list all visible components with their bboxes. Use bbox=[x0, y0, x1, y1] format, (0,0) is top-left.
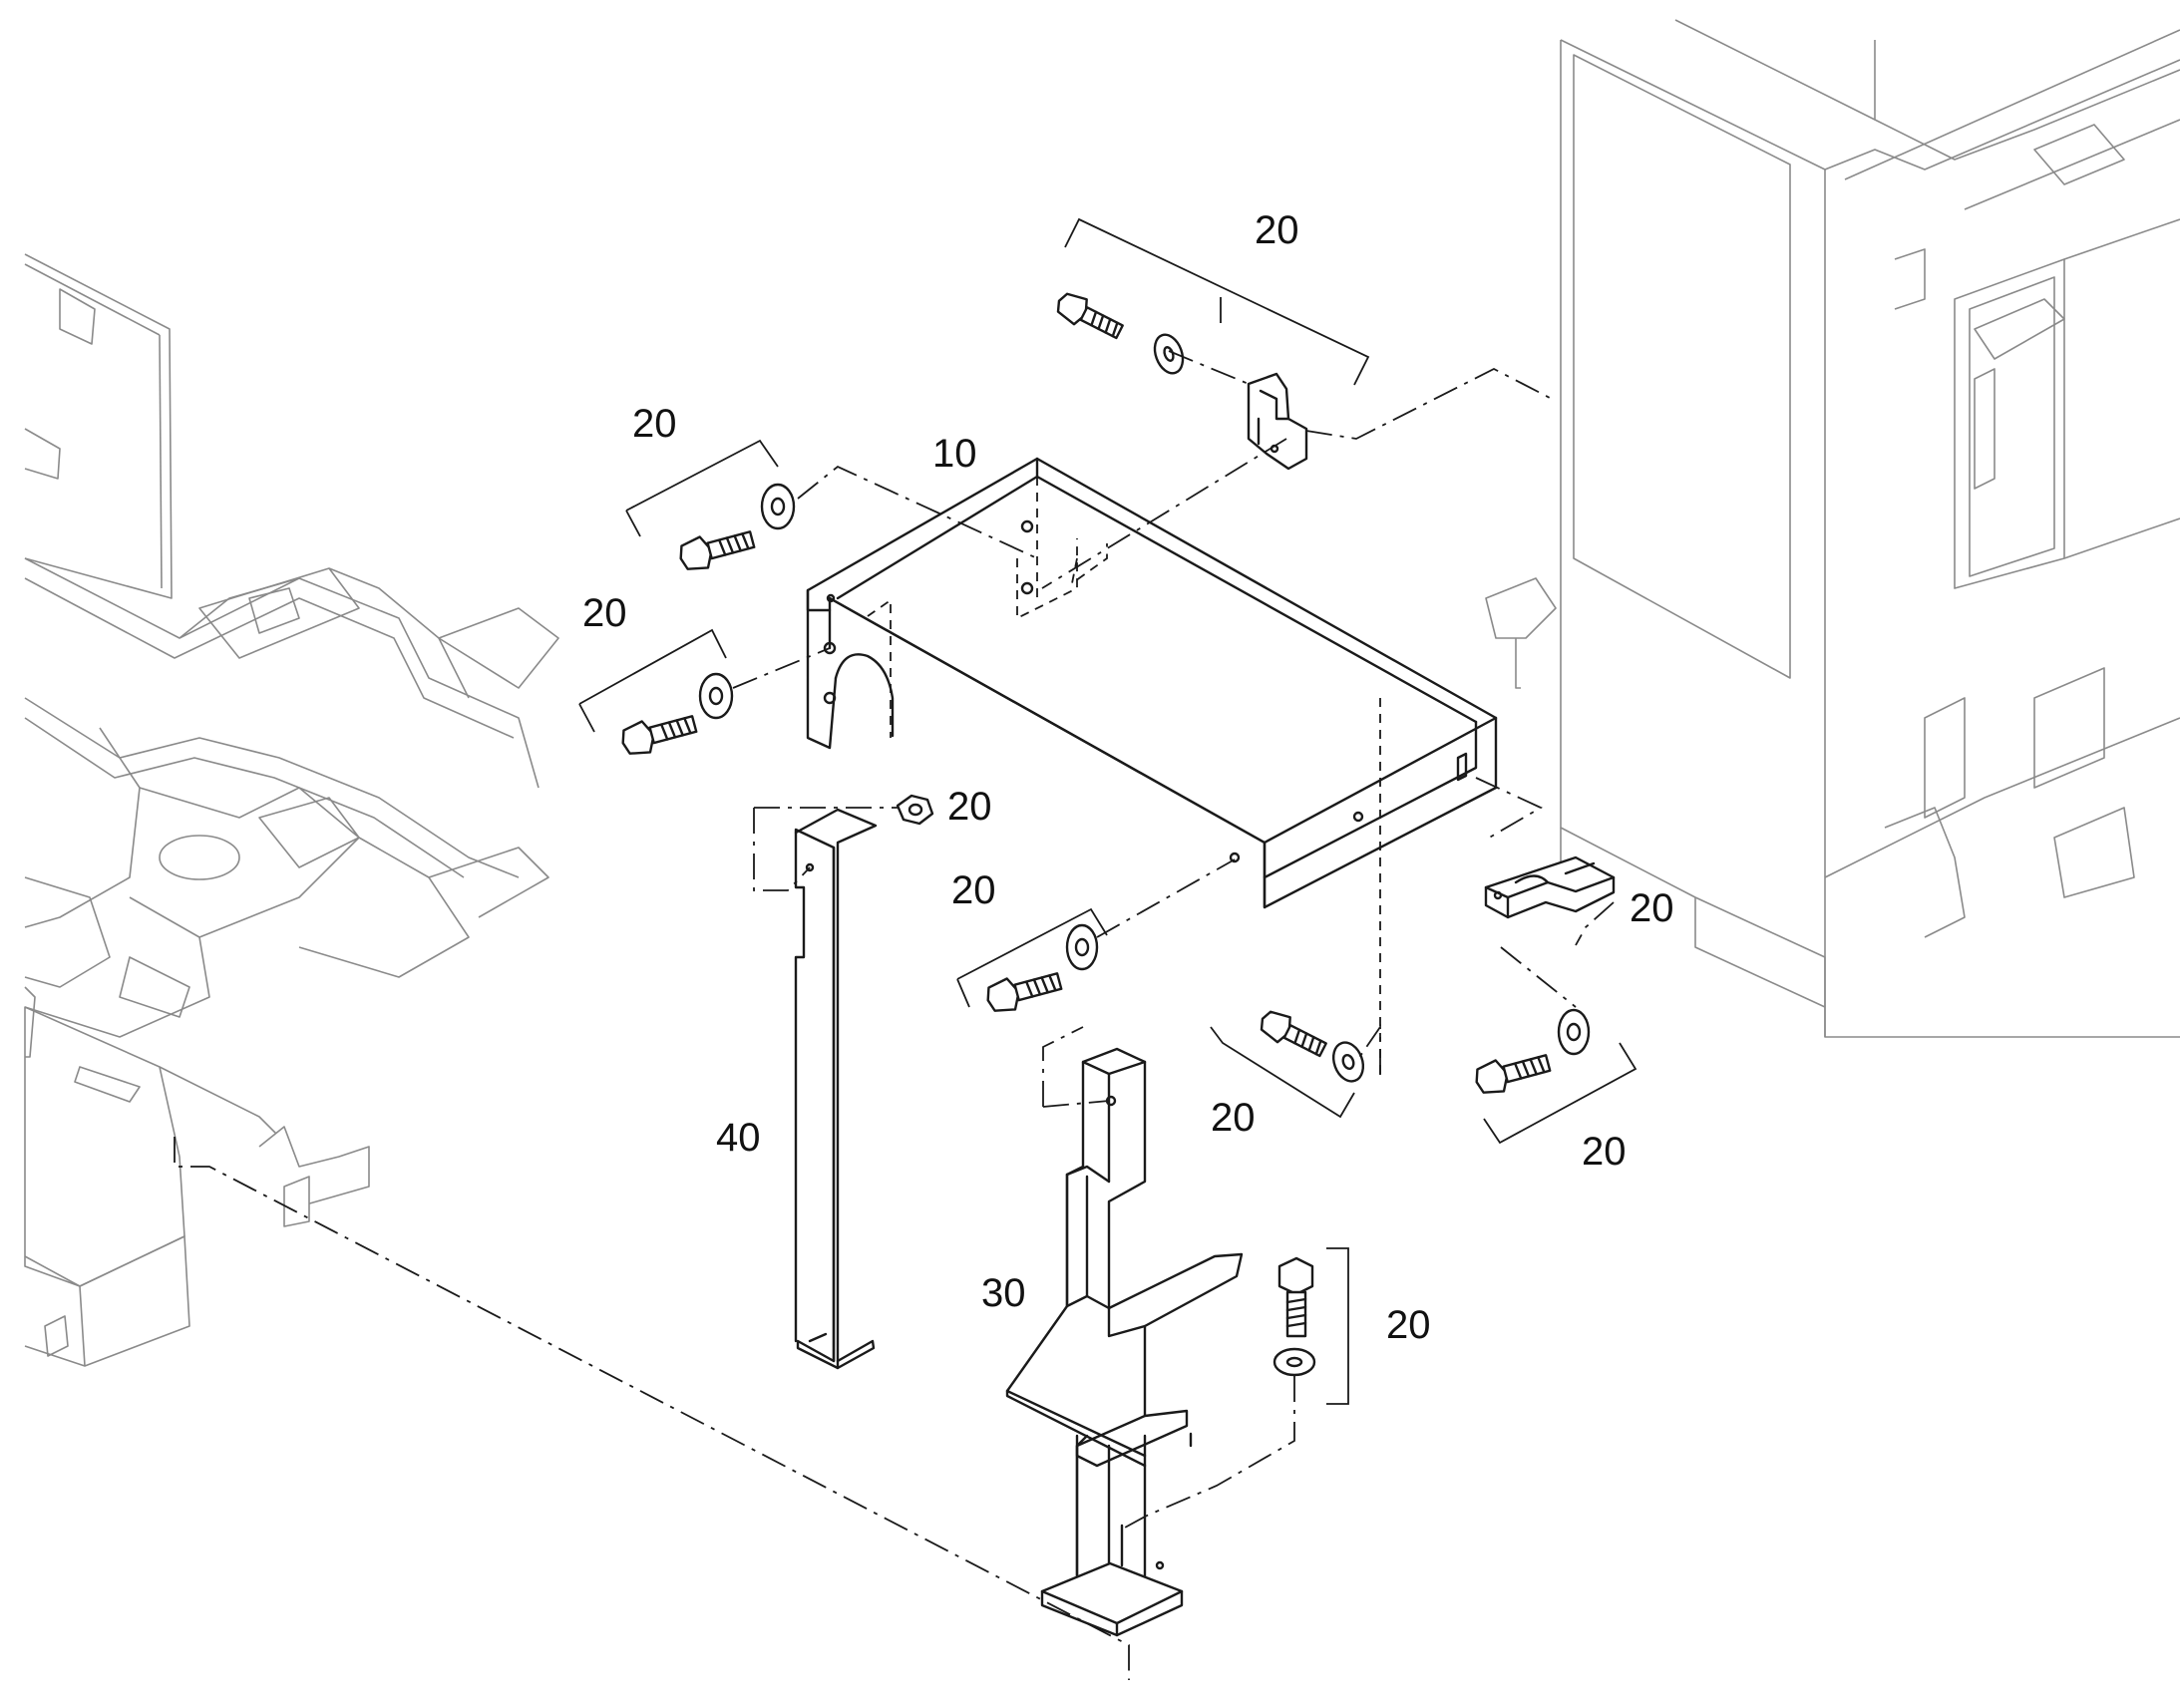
callout-20-left-1: 20 bbox=[632, 402, 677, 446]
callout-30: 30 bbox=[981, 1271, 1026, 1315]
part-30-step bbox=[1005, 1047, 1244, 1637]
callout-labels: 10 20 20 20 20 20 20 20 20 20 30 40 bbox=[582, 208, 1674, 1347]
vehicle-frame-context bbox=[24, 253, 559, 1367]
callout-10: 10 bbox=[932, 432, 977, 476]
callout-20-bottom: 20 bbox=[1386, 1303, 1431, 1347]
callout-20-right-bracket: 20 bbox=[1630, 886, 1674, 930]
bolt-lower-middle bbox=[1260, 1010, 1327, 1058]
callout-20-top: 20 bbox=[1255, 208, 1299, 252]
hardware-parts-20 bbox=[621, 292, 1616, 1377]
assembly-centerlines bbox=[174, 350, 1615, 1680]
bolt-middle bbox=[986, 972, 1063, 1012]
callout-20-lower-right: 20 bbox=[1582, 1130, 1627, 1174]
callout-20-middle: 20 bbox=[951, 868, 996, 912]
callout-brackets bbox=[578, 217, 1637, 1405]
part-40-upright bbox=[794, 808, 878, 1370]
callout-40: 40 bbox=[716, 1116, 761, 1160]
bolt-left-2 bbox=[621, 715, 698, 755]
callout-20-nut: 20 bbox=[947, 785, 992, 829]
part-10-frame bbox=[806, 457, 1498, 1075]
bolt-top bbox=[1056, 292, 1124, 340]
callout-20-lower-middle: 20 bbox=[1211, 1096, 1256, 1140]
machine-body-context bbox=[1485, 19, 2180, 1038]
bolt-right bbox=[1475, 1054, 1552, 1094]
callout-20-left-2: 20 bbox=[582, 591, 627, 635]
bolt-left-1 bbox=[679, 530, 756, 570]
